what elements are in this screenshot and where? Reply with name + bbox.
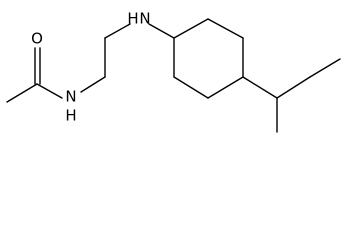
bond-ring-quaternary-c: [242, 76, 278, 99]
amide-nitrogen-label: N: [65, 88, 76, 106]
bond-ring-5: [173, 76, 209, 99]
bond-ring-2: [207, 18, 244, 39]
bonds: [6, 18, 341, 133]
bond-ethyl-ch2-ch3: [309, 58, 341, 78]
bond-amine-n-ring: [148, 23, 175, 39]
amine-nitrogen-label: N: [139, 10, 150, 28]
structure-canvas: O N H H N: [6, 10, 341, 133]
amide-nitrogen-h-label: H: [65, 107, 76, 125]
bond-amide-n-ch2: [80, 76, 106, 93]
oxygen-label: O: [31, 30, 43, 48]
bond-ring-4: [207, 76, 244, 99]
amine-nitrogen-h-label: H: [127, 10, 138, 28]
bond-quaternary-ethyl-ch2: [276, 76, 311, 99]
bond-carbonyl-amide-n: [36, 83, 63, 99]
atom-labels: O N H H N: [31, 10, 151, 125]
bond-methyl-carbonyl: [6, 83, 38, 103]
bond-ch2-amine-n: [104, 23, 131, 39]
bond-ring-1: [173, 18, 209, 39]
